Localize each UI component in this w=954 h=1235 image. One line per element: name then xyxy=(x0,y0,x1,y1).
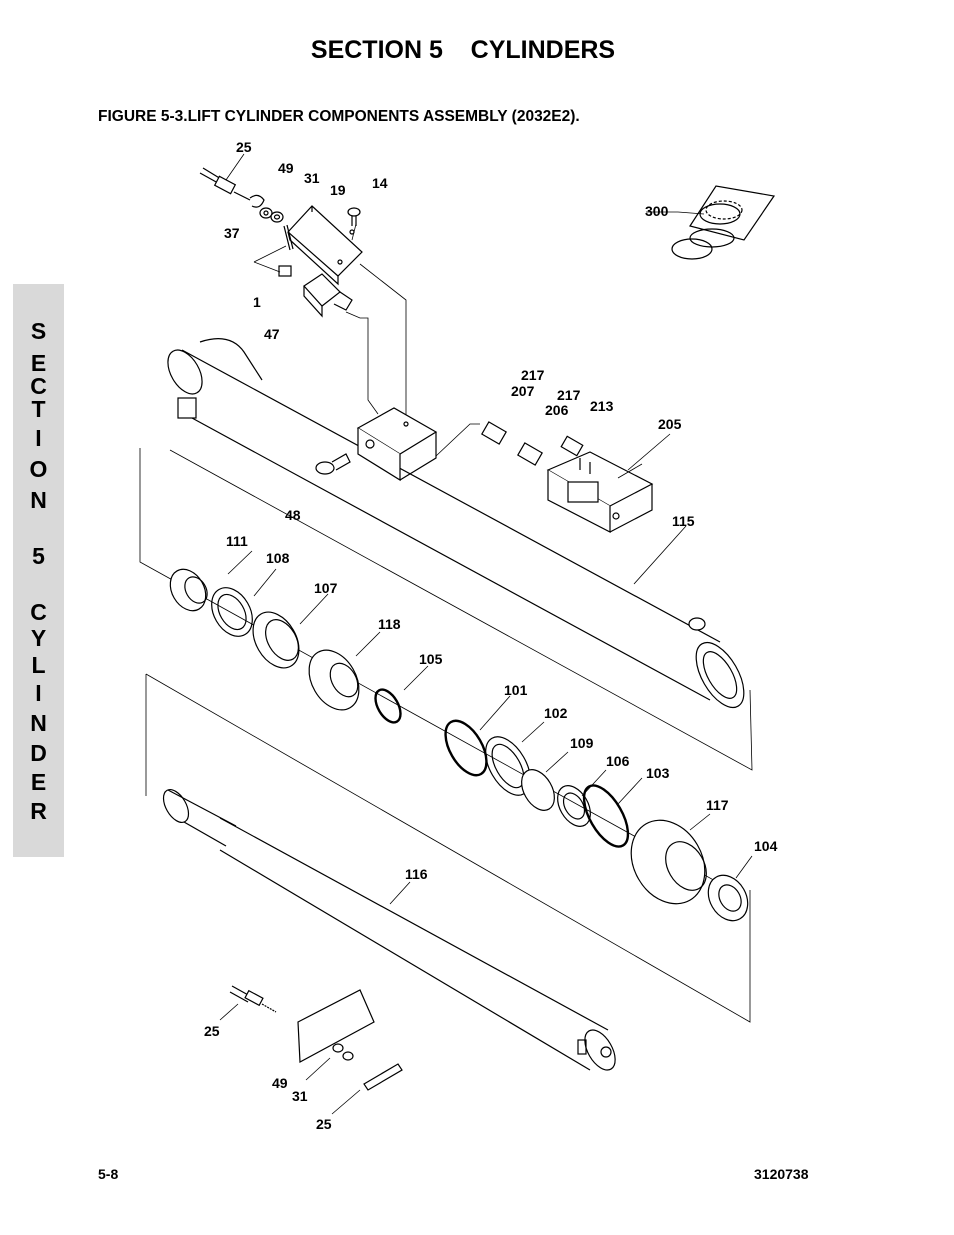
callout-104: 104 xyxy=(754,838,778,854)
callout-115: 115 xyxy=(672,513,695,529)
guide-line xyxy=(145,673,751,1023)
callout-117: 117 xyxy=(706,797,729,813)
piston-components xyxy=(169,568,749,922)
callout-107: 107 xyxy=(314,580,338,596)
callout-101: 101 xyxy=(504,682,528,698)
rod-end-bracket xyxy=(229,985,403,1091)
side-tab-letter: R xyxy=(30,798,47,824)
leader-lines xyxy=(219,153,753,1115)
side-tab-letter: O xyxy=(29,456,48,482)
callout-102: 102 xyxy=(544,705,568,721)
callout-111: 111 xyxy=(226,533,248,549)
callout-213: 213 xyxy=(590,398,614,414)
callout-49: 49 xyxy=(278,160,294,176)
side-tab-letter: N xyxy=(30,487,47,513)
callout-106: 106 xyxy=(606,753,630,769)
callout-300: 300 xyxy=(645,203,669,219)
side-tab-letter: L xyxy=(31,652,46,678)
side-tab-letter: C xyxy=(30,373,47,399)
callout-37: 37 xyxy=(224,225,240,241)
callout-217: 217 xyxy=(557,387,581,403)
callout-31: 31 xyxy=(304,170,320,186)
document-number: 3120738 xyxy=(754,1166,809,1182)
callout-217: 217 xyxy=(521,367,545,383)
side-tab-letter: Y xyxy=(30,625,47,651)
side-tab-letter: 5 xyxy=(32,543,45,569)
callout-1: 1 xyxy=(253,294,261,310)
side-tab-letter: N xyxy=(30,710,47,736)
section-title: SECTION 5 CYLINDERS xyxy=(310,36,616,64)
callout-103: 103 xyxy=(646,765,670,781)
callout-31: 31 xyxy=(292,1088,308,1104)
side-tab-letter: E xyxy=(30,350,47,376)
side-tab-letter: S xyxy=(30,318,47,344)
side-tab-letter: C xyxy=(30,599,47,625)
callout-207: 207 xyxy=(511,383,535,399)
section-side-tab: S E C T I O N 5 C Y L I N D E R xyxy=(13,284,64,857)
valve-assembly xyxy=(199,167,407,420)
figure-title: FIGURE 5-3.LIFT CYLINDER COMPONENTS ASSE… xyxy=(98,108,580,125)
callout-206: 206 xyxy=(545,402,569,418)
callout-19: 19 xyxy=(330,182,346,198)
callout-118: 118 xyxy=(378,616,401,632)
side-tab-letter: I xyxy=(35,425,42,451)
callout-49: 49 xyxy=(272,1075,288,1091)
page-number: 5-8 xyxy=(98,1166,119,1182)
callout-25: 25 xyxy=(316,1116,332,1132)
callout-116: 116 xyxy=(405,866,428,882)
callout-105: 105 xyxy=(419,651,443,667)
guide-line xyxy=(169,449,753,771)
side-tab-letter: T xyxy=(31,396,46,422)
side-tab-letter: D xyxy=(30,740,47,766)
side-tab-letter: I xyxy=(35,680,42,706)
callout-48: 48 xyxy=(285,507,301,523)
manifold-valve xyxy=(435,421,654,533)
callout-47: 47 xyxy=(264,326,280,342)
cylinder-rod xyxy=(162,789,616,1071)
callout-205: 205 xyxy=(658,416,682,432)
cylinder-barrel xyxy=(167,338,745,709)
callout-14: 14 xyxy=(372,175,388,191)
side-tab-letter: E xyxy=(30,769,47,795)
callout-25: 25 xyxy=(236,139,252,155)
callout-109: 109 xyxy=(570,735,594,751)
callout-108: 108 xyxy=(266,550,290,566)
callout-25: 25 xyxy=(204,1023,220,1039)
seal-kit xyxy=(671,185,776,260)
